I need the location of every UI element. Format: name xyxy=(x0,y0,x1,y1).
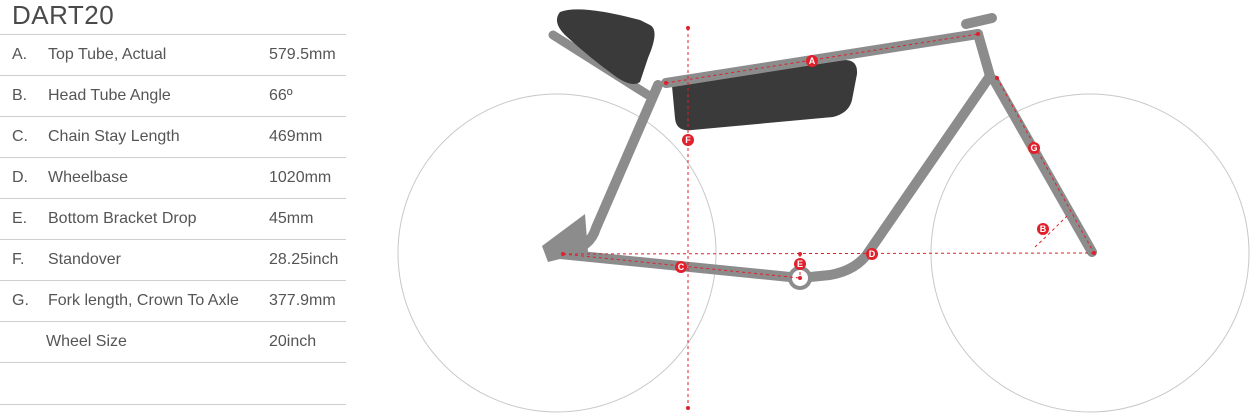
spec-row-blank xyxy=(0,363,346,405)
spec-letter: F. xyxy=(12,251,25,268)
marker-f: F xyxy=(682,134,694,146)
spec-name: Chain Stay Length xyxy=(48,128,180,145)
frame-bag xyxy=(672,60,858,131)
line-b xyxy=(1034,215,1068,248)
spec-name: Standover xyxy=(48,251,121,268)
spec-name: Bottom Bracket Drop xyxy=(48,210,197,227)
rear-dropout xyxy=(542,214,588,262)
marker-f-label: F xyxy=(685,135,691,145)
marker-a-label: A xyxy=(809,56,816,66)
saddle xyxy=(556,9,655,84)
spec-name: Top Tube, Actual xyxy=(48,46,167,63)
rear-wheel xyxy=(397,93,717,413)
spec-letter: E. xyxy=(12,210,28,227)
spec-row-wheel-size: Wheel Size 20inch xyxy=(0,322,346,363)
spec-letter: A. xyxy=(12,46,28,63)
spec-row-standover: F. Standover 28.25inch xyxy=(0,240,346,281)
spec-letter: G. xyxy=(12,292,29,309)
spec-value: 66º xyxy=(269,87,293,104)
marker-d: D xyxy=(866,248,878,260)
marker-e: E xyxy=(794,258,806,270)
spec-value: 579.5mm xyxy=(269,46,336,63)
measure-endpoints xyxy=(561,26,1096,410)
marker-e-label: E xyxy=(797,259,803,269)
marker-c-label: C xyxy=(678,262,685,272)
marker-g: G xyxy=(1028,142,1040,154)
spec-row-bb-drop: E. Bottom Bracket Drop 45mm xyxy=(0,199,346,240)
spec-row-head-tube-angle: B. Head Tube Angle 66º xyxy=(0,76,346,117)
spec-row-top-tube: A. Top Tube, Actual 579.5mm xyxy=(0,35,346,76)
spec-letter: C. xyxy=(12,128,28,145)
head-tube xyxy=(961,13,997,29)
fork xyxy=(989,75,1097,257)
spec-value: 1020mm xyxy=(269,169,332,186)
marker-b: B xyxy=(1037,223,1049,235)
model-title: DART20 xyxy=(12,0,115,30)
spec-value: 469mm xyxy=(269,128,323,145)
spec-row-wheelbase: D. Wheelbase 1020mm xyxy=(0,158,346,199)
spec-value: 45mm xyxy=(269,210,314,227)
spec-value: 28.25inch xyxy=(269,251,339,268)
spec-row-fork-length: G. Fork length, Crown To Axle 377.9mm xyxy=(0,281,346,322)
spec-value: 20inch xyxy=(269,333,317,350)
spec-name: Wheel Size xyxy=(46,333,127,350)
bike-geometry-diagram: A B C D E F G xyxy=(397,9,1250,413)
spec-letter: D. xyxy=(12,169,28,186)
marker-d-label: D xyxy=(869,249,876,259)
line-a xyxy=(665,33,979,84)
line-d xyxy=(562,252,1095,255)
spec-row-chain-stay: C. Chain Stay Length 469mm xyxy=(0,117,346,158)
spec-name: Head Tube Angle xyxy=(48,87,171,104)
marker-c: C xyxy=(675,261,687,273)
marker-g-label: G xyxy=(1030,143,1037,153)
marker-b-label: B xyxy=(1040,224,1047,234)
geometry-spec-table: A. Top Tube, Actual 579.5mm B. Head Tube… xyxy=(0,34,346,405)
line-c xyxy=(562,253,801,279)
spec-name: Fork length, Crown To Axle xyxy=(48,292,239,309)
spec-value: 377.9mm xyxy=(269,292,336,309)
spec-letter: B. xyxy=(12,87,28,104)
marker-a: A xyxy=(806,55,818,67)
spec-name: Wheelbase xyxy=(48,169,129,186)
